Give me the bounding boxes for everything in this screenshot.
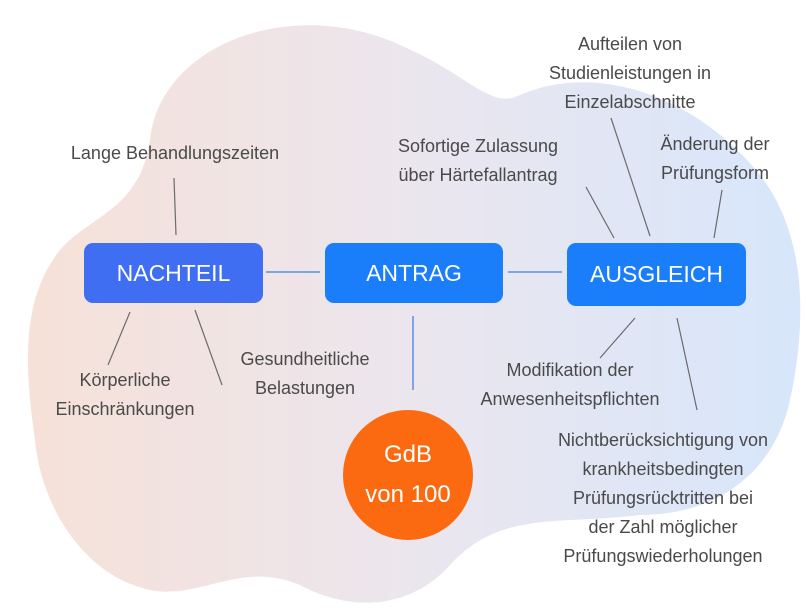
line-sofortige	[585, 186, 615, 239]
label-lange-behandlungszeiten: Lange Behandlungszeiten	[70, 143, 280, 163]
label-gesundheitliche-belastungen: Gesundheitliche Belastungen	[240, 349, 370, 398]
line-aufteilen	[610, 117, 651, 237]
line-aenderung	[713, 189, 723, 239]
node-nachteil: NACHTEIL	[84, 243, 263, 303]
label-sofortige-zulassung: Sofortige Zulassung über Härtefallantrag	[397, 136, 559, 185]
line-modifikation	[599, 317, 636, 359]
gdb-circle: GdB von 100	[343, 410, 473, 540]
gdb-circle-line2: von 100	[365, 481, 451, 508]
cloud-shape	[27, 25, 801, 603]
line-nichtberuecksichtigung	[676, 317, 698, 411]
node-ausgleich: AUSGLEICH	[567, 243, 746, 306]
line-gesundheitliche	[194, 309, 223, 386]
label-aufteilen-studienleistungen: Aufteilen von Studienleistungen in Einze…	[548, 34, 712, 112]
label-nichtberuecksichtigung: Nichtberücksichtigung von krankheitsbedi…	[557, 430, 769, 566]
label-modifikation-anwesenheitspflichten: Modifikation der Anwesenheitspflichten	[480, 360, 660, 409]
node-antrag: ANTRAG	[325, 243, 503, 303]
line-lange-behandlungszeiten	[173, 177, 177, 236]
label-aenderung-pruefungsform: Änderung der Prüfungsform	[660, 134, 770, 183]
line-koerperliche	[107, 311, 131, 366]
label-koerperliche-einschraenkungen: Körperliche Einschränkungen	[55, 370, 195, 419]
gdb-circle-line1: GdB	[383, 441, 433, 468]
